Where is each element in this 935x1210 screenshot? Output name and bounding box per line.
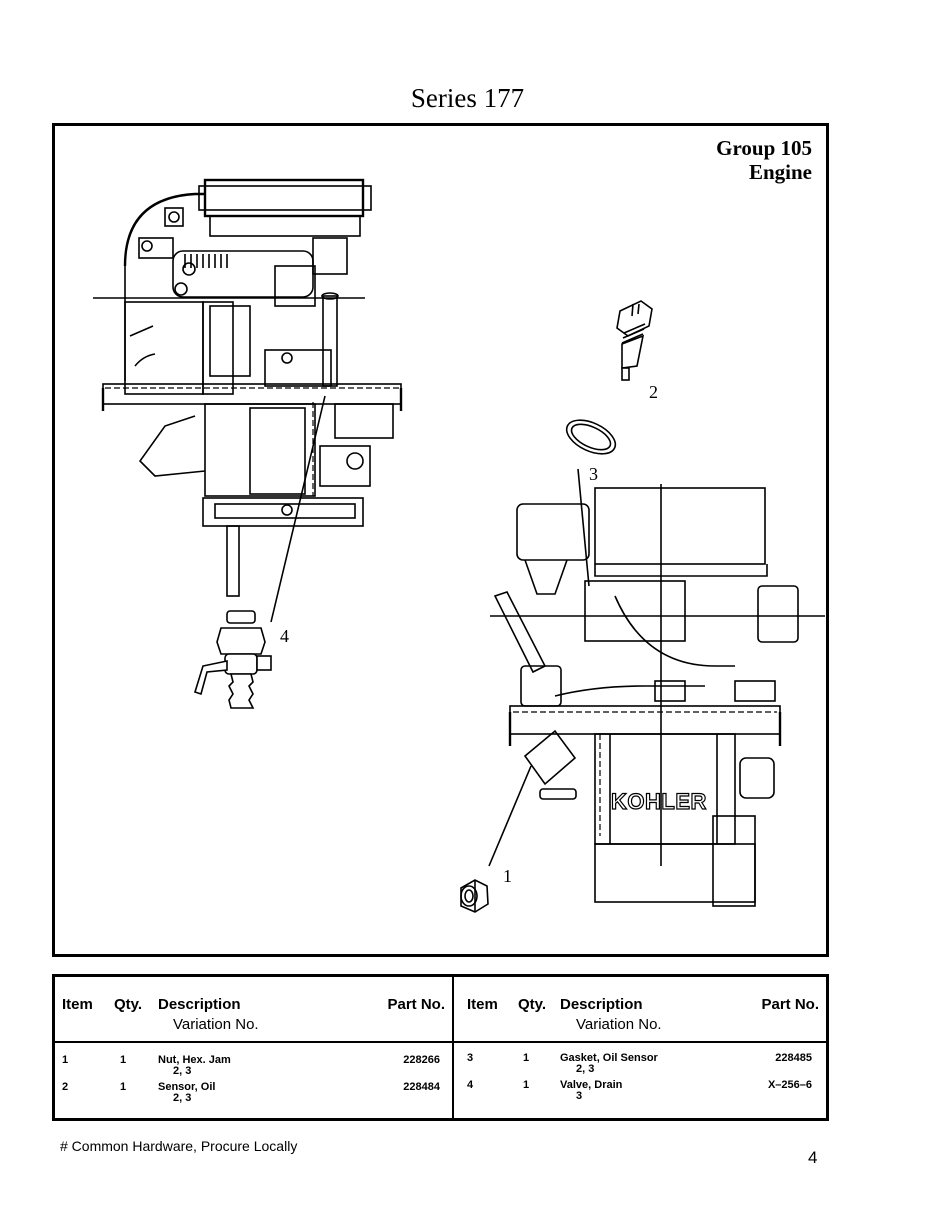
- table-row: 1 1 Nut, Hex. Jam 2, 3 228266: [55, 1054, 452, 1080]
- parts-table-header: Item Qty. Description Variation No. Part…: [55, 977, 452, 1043]
- quantity: 1: [120, 1081, 127, 1093]
- col-item: Item: [62, 996, 93, 1013]
- col-qty: Qty.: [114, 996, 143, 1013]
- parts-table-left: Item Qty. Description Variation No. Part…: [55, 977, 454, 1118]
- parts-table-header: Item Qty. Description Variation No. Part…: [454, 977, 826, 1043]
- variation: 3: [576, 1090, 583, 1102]
- quantity: 1: [523, 1079, 530, 1091]
- engine-front-view: [490, 484, 825, 907]
- part-number: 228266: [403, 1054, 440, 1066]
- quantity: 1: [523, 1052, 530, 1064]
- item-number: 4: [467, 1079, 474, 1091]
- group-number: Group 105: [716, 136, 812, 160]
- item-number: 2: [62, 1081, 69, 1093]
- part-number: X–256–6: [767, 1079, 812, 1091]
- table-row: 4 1 Valve, Drain 3 X–256–6: [454, 1079, 826, 1105]
- variation: 2, 3: [173, 1092, 192, 1104]
- description: Gasket, Oil Sensor: [560, 1052, 658, 1064]
- col-variation: Variation No.: [173, 1016, 259, 1033]
- col-variation: Variation No.: [576, 1016, 662, 1033]
- col-qty: Qty.: [518, 996, 547, 1013]
- group-heading: Group 105 Engine: [716, 136, 812, 184]
- description: Valve, Drain: [560, 1079, 623, 1091]
- description: Nut, Hex. Jam: [158, 1054, 231, 1066]
- table-row: 2 1 Sensor, Oil 2, 3 228484: [55, 1081, 452, 1107]
- group-name: Engine: [748, 160, 812, 184]
- page-number: 4: [808, 1148, 818, 1167]
- footnote: # Common Hardware, Procure Locally: [60, 1138, 298, 1154]
- callout-label-4: 4: [280, 626, 289, 646]
- part-number: 228484: [403, 1081, 440, 1093]
- parts-illustration-frame: Group 105 Engine: [52, 123, 829, 957]
- drain-valve-part: [194, 610, 272, 709]
- callout-label-2: 2: [649, 382, 658, 402]
- description: Sensor, Oil: [158, 1081, 216, 1093]
- parts-table-right: Item Qty. Description Variation No. Part…: [454, 977, 826, 1118]
- variation: 2, 3: [173, 1065, 192, 1077]
- callout-label-3: 3: [589, 464, 598, 484]
- parts-table: Item Qty. Description Variation No. Part…: [52, 974, 829, 1121]
- callout-label-1: 1: [503, 866, 512, 886]
- engine-brand-label: KOHLER: [611, 789, 707, 814]
- item-number: 1: [62, 1054, 69, 1066]
- hex-jam-nut-part: [460, 879, 489, 913]
- callout-line-1: [488, 765, 532, 867]
- callout-line-3: [577, 468, 590, 587]
- item-number: 3: [467, 1052, 474, 1064]
- col-description: Description: [158, 996, 241, 1013]
- variation: 2, 3: [576, 1063, 595, 1075]
- col-item: Item: [467, 996, 498, 1013]
- oil-sensor-gasket-part: [565, 419, 617, 455]
- table-row: 3 1 Gasket, Oil Sensor 2, 3 228485: [454, 1052, 826, 1078]
- col-part-no: Part No.: [387, 996, 445, 1013]
- page-title: Series 177: [410, 83, 525, 113]
- col-part-no: Part No.: [761, 996, 819, 1013]
- quantity: 1: [120, 1054, 127, 1066]
- part-number: 228485: [775, 1052, 812, 1064]
- col-description: Description: [560, 996, 643, 1013]
- exploded-engine-drawing: KOHLER: [55, 126, 826, 954]
- callout-line-4: [270, 395, 326, 623]
- engine-side-view: [93, 178, 403, 597]
- oil-sensor-part: [616, 300, 653, 381]
